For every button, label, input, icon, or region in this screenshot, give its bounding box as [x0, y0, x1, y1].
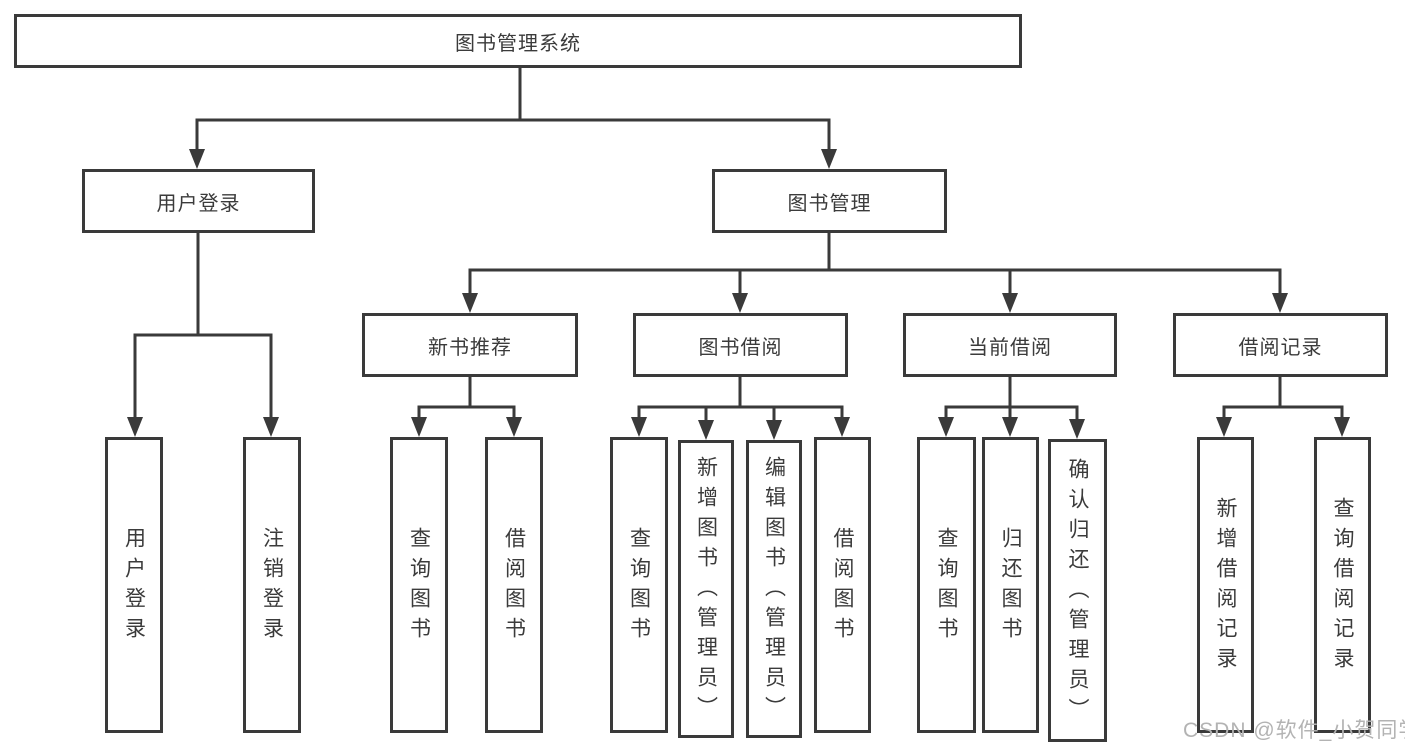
connector-borrow-split [637, 377, 844, 426]
arrow-icon [631, 417, 647, 437]
leaf-query-borrow-record: 查询借阅记录 [1314, 437, 1371, 733]
arrow-icon [127, 417, 143, 437]
arrow-icon [1002, 417, 1018, 437]
leaf-query-books-1: 查询图书 [390, 437, 448, 733]
arrow-icon [821, 149, 837, 169]
node-label: 查询图书 [627, 527, 651, 647]
arrow-icon [462, 293, 478, 313]
leaf-return-books: 归还图书 [982, 437, 1039, 733]
node-label: 当前借阅 [968, 336, 1052, 359]
node-label: 图书管理系统 [455, 32, 581, 55]
arrow-icon [506, 417, 522, 437]
arrow-icon [834, 417, 850, 437]
leaf-confirm-return-admin: 确认归还（管理员） [1048, 439, 1107, 742]
arrow-icon [1272, 293, 1288, 313]
connector-root-split [195, 68, 831, 156]
arrow-icon [698, 420, 714, 440]
node-user-login: 用户登录 [82, 169, 315, 233]
leaf-borrow-books-2: 借阅图书 [814, 437, 871, 733]
node-label: 确认归还（管理员） [1066, 457, 1089, 728]
node-label: 新增借阅记录 [1214, 497, 1237, 677]
connector-book-mgmt-split [468, 233, 1282, 300]
node-label: 图书管理 [787, 192, 872, 215]
arrow-icon [938, 417, 954, 437]
connector-new-books-split [417, 377, 516, 424]
node-label: 查询借阅记录 [1331, 497, 1354, 677]
node-book-borrow: 图书借阅 [633, 313, 848, 377]
leaf-add-books-admin: 新增图书（管理员） [678, 440, 734, 738]
node-label: 注销登录 [260, 527, 284, 647]
node-label: 新书推荐 [428, 336, 512, 359]
node-label: 查询图书 [407, 527, 431, 647]
node-label: 借阅图书 [831, 527, 854, 647]
leaf-borrow-books-1: 借阅图书 [485, 437, 543, 733]
connector-user-login-split [133, 233, 273, 424]
leaf-user-login: 用户登录 [105, 437, 163, 733]
node-label: 新增图书（管理员） [694, 456, 718, 726]
connector-records-split [1222, 377, 1344, 424]
node-system-root: 图书管理系统 [14, 14, 1022, 68]
leaf-add-borrow-record: 新增借阅记录 [1197, 437, 1254, 733]
node-label: 查询图书 [935, 527, 958, 647]
arrow-icon [189, 149, 205, 169]
node-label: 用户登录 [156, 192, 241, 215]
node-label: 编辑图书（管理员） [762, 456, 786, 726]
arrow-icon [263, 417, 279, 437]
leaf-edit-books-admin: 编辑图书（管理员） [746, 440, 802, 738]
leaf-query-books-3: 查询图书 [917, 437, 976, 733]
node-label: 用户登录 [122, 527, 146, 647]
connector-current-split [944, 377, 1079, 426]
node-borrow-records: 借阅记录 [1173, 313, 1388, 377]
leaf-query-books-2: 查询图书 [610, 437, 668, 733]
node-current-borrow: 当前借阅 [903, 313, 1117, 377]
node-label: 借阅图书 [502, 527, 526, 647]
node-label: 借阅记录 [1238, 336, 1323, 359]
arrow-icon [766, 420, 782, 440]
arrow-icon [1002, 293, 1018, 313]
arrow-icon [1334, 417, 1350, 437]
arrow-icon [411, 417, 427, 437]
leaf-logout: 注销登录 [243, 437, 301, 733]
node-label: 图书借阅 [698, 336, 783, 359]
node-new-books: 新书推荐 [362, 313, 578, 377]
arrow-icon [1069, 419, 1085, 439]
node-label: 归还图书 [999, 527, 1022, 647]
node-book-mgmt: 图书管理 [712, 169, 947, 233]
arrow-icon [732, 293, 748, 313]
arrow-icon [1216, 417, 1232, 437]
watermark-text: CSDN @软件_小贺同学 [1183, 719, 1405, 742]
